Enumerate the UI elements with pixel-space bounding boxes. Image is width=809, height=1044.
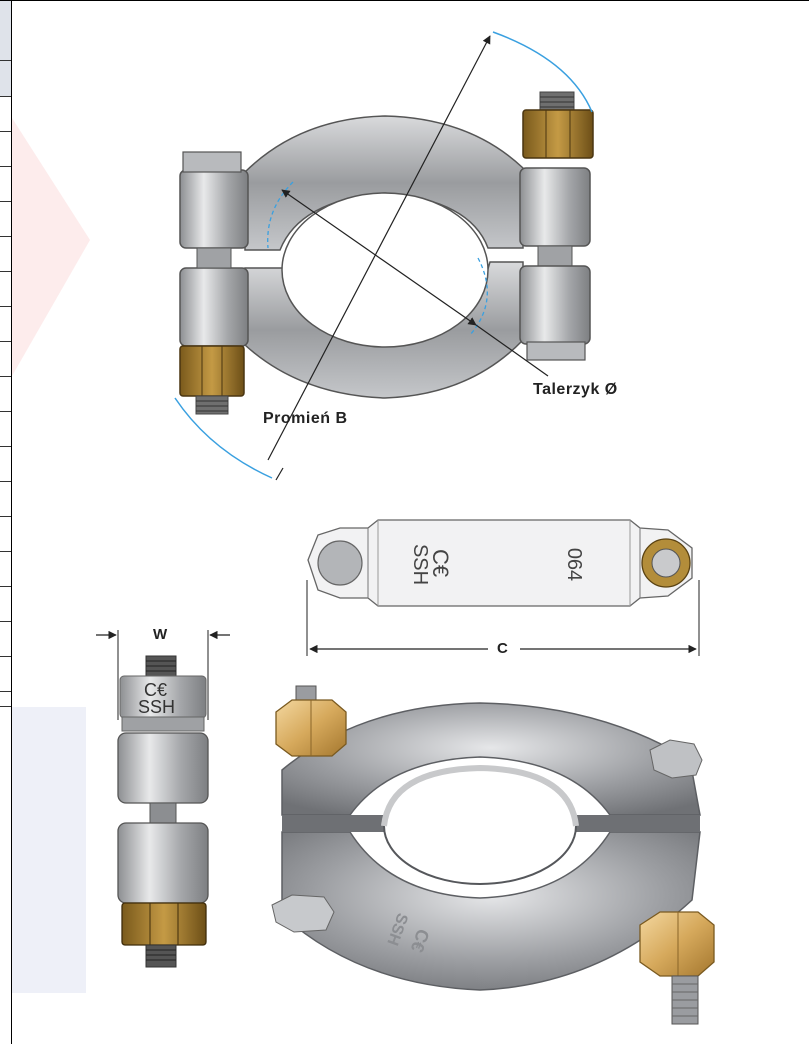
label-radius-b: Promień B [263, 410, 348, 427]
strip-cell [0, 342, 11, 377]
strip-cell [0, 237, 11, 272]
marking-brand-side-view: SSH [138, 697, 176, 717]
clamp-front-view [174, 31, 594, 481]
strip-cell [0, 97, 11, 132]
strip-cell [0, 61, 11, 97]
left-table-strip [0, 0, 11, 1044]
strip-cell [0, 132, 11, 167]
strip-cell [0, 0, 11, 61]
label-width-w: W [153, 626, 168, 643]
strip-cell [0, 657, 11, 692]
background-panel [12, 707, 86, 993]
strip-cell [0, 447, 11, 482]
strip-cell [0, 377, 11, 412]
label-length-c: C [497, 640, 508, 657]
background-triangle-shape [12, 118, 90, 376]
clamp-product-photo [271, 685, 715, 1025]
strip-cell [0, 307, 11, 342]
marking-ce-side-view: C€ [144, 680, 168, 700]
strip-cell [0, 202, 11, 237]
frame-border-left [11, 0, 12, 1044]
strip-cell [0, 482, 11, 517]
label-flange-diameter: Talerzyk Ø [533, 381, 618, 398]
clamp-top-view [306, 519, 700, 656]
strip-cell [0, 692, 11, 707]
strip-cell [0, 622, 11, 657]
frame-border-top [0, 0, 809, 1]
strip-cell [0, 587, 11, 622]
strip-cell [0, 412, 11, 447]
strip-cell [0, 272, 11, 307]
strip-cell [0, 517, 11, 552]
strip-cell [0, 167, 11, 202]
strip-cell [0, 552, 11, 587]
clamp-side-view [96, 630, 230, 968]
marking-size-code: 064 [563, 547, 586, 582]
marking-brand-top-view: SSH [409, 543, 432, 586]
